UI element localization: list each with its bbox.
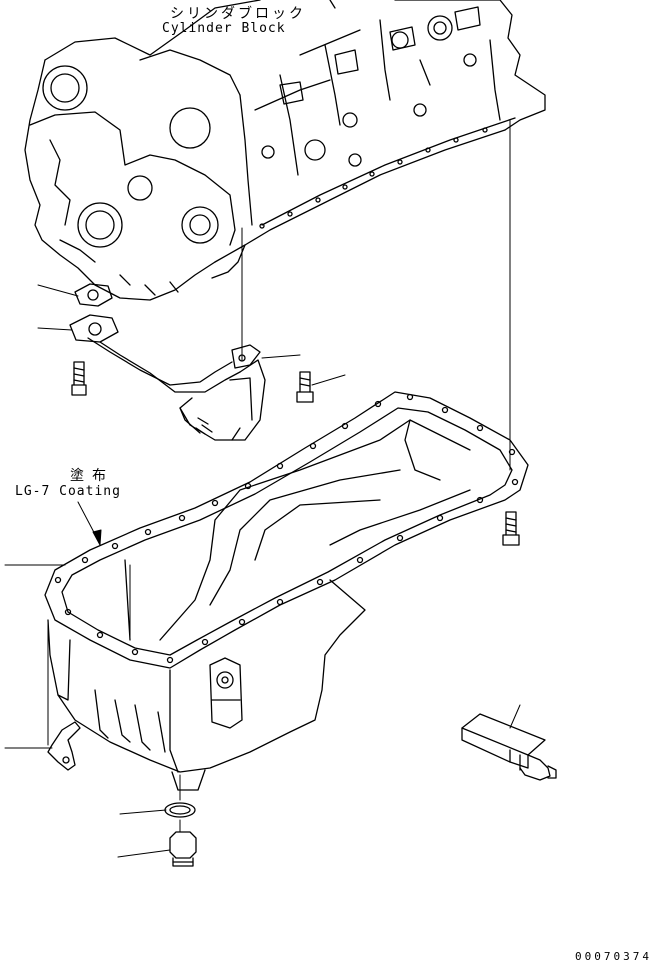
dipstick-bracket [47,721,81,771]
oil-pan [44,391,529,791]
coating-label-en: LG-7 Coating [15,484,121,499]
oil-pan-bolt-holes [54,393,519,664]
bolt-oil-pan [502,511,520,546]
oil-level-sensor [461,713,557,781]
suction-pipe [69,283,266,441]
figure-number: 00070374 [575,950,652,963]
drain-gasket [164,802,196,818]
cylinder-block [24,0,546,301]
bolt-bracket [296,371,314,403]
cylinder-block-label-en: Cylinder Block [162,21,286,36]
bolt-flange [71,361,87,396]
drain-plug [169,831,197,867]
flange-bolt-holes [259,127,488,229]
cylinder-block-label-jp: シリンダブロック [170,6,306,22]
callout-leaders [4,284,521,858]
assembly-center-lines [47,119,511,833]
coating-label-jp: 塗布 [70,468,114,484]
suction-flange [69,314,119,343]
suction-gasket [74,283,113,307]
